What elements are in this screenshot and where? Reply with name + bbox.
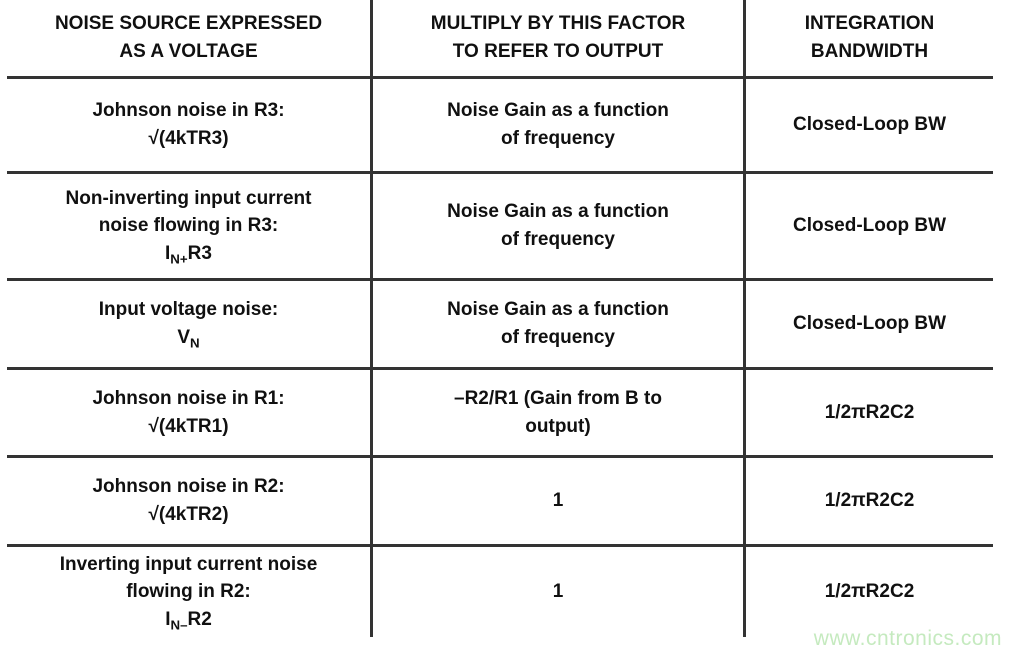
cell-bandwidth-row5: 1/2πR2C2 — [746, 458, 993, 547]
cell-factor-row6: 1 — [373, 547, 746, 637]
cell-source-row5: Johnson noise in R2:√(4kTR2) — [7, 458, 373, 547]
cell-bandwidth-row1: Closed-Loop BW — [746, 79, 993, 174]
cell-factor-row5: 1 — [373, 458, 746, 547]
cell-bandwidth-row4: 1/2πR2C2 — [746, 370, 993, 458]
cell-bandwidth-row6: 1/2πR2C2 — [824, 581, 915, 603]
cell-bandwidth-row3: Closed-Loop BW — [746, 281, 993, 370]
cell-bandwidth-row2: Closed-Loop BW — [746, 174, 993, 281]
watermark-url: www.cntronics.com — [813, 627, 1002, 650]
cell-source-row1: Johnson noise in R3:√(4kTR3) — [7, 79, 373, 174]
cell-source-row3: Input voltage noise:VN — [7, 281, 373, 370]
cell-source-row4: Johnson noise in R1:√(4kTR1) — [7, 370, 373, 458]
